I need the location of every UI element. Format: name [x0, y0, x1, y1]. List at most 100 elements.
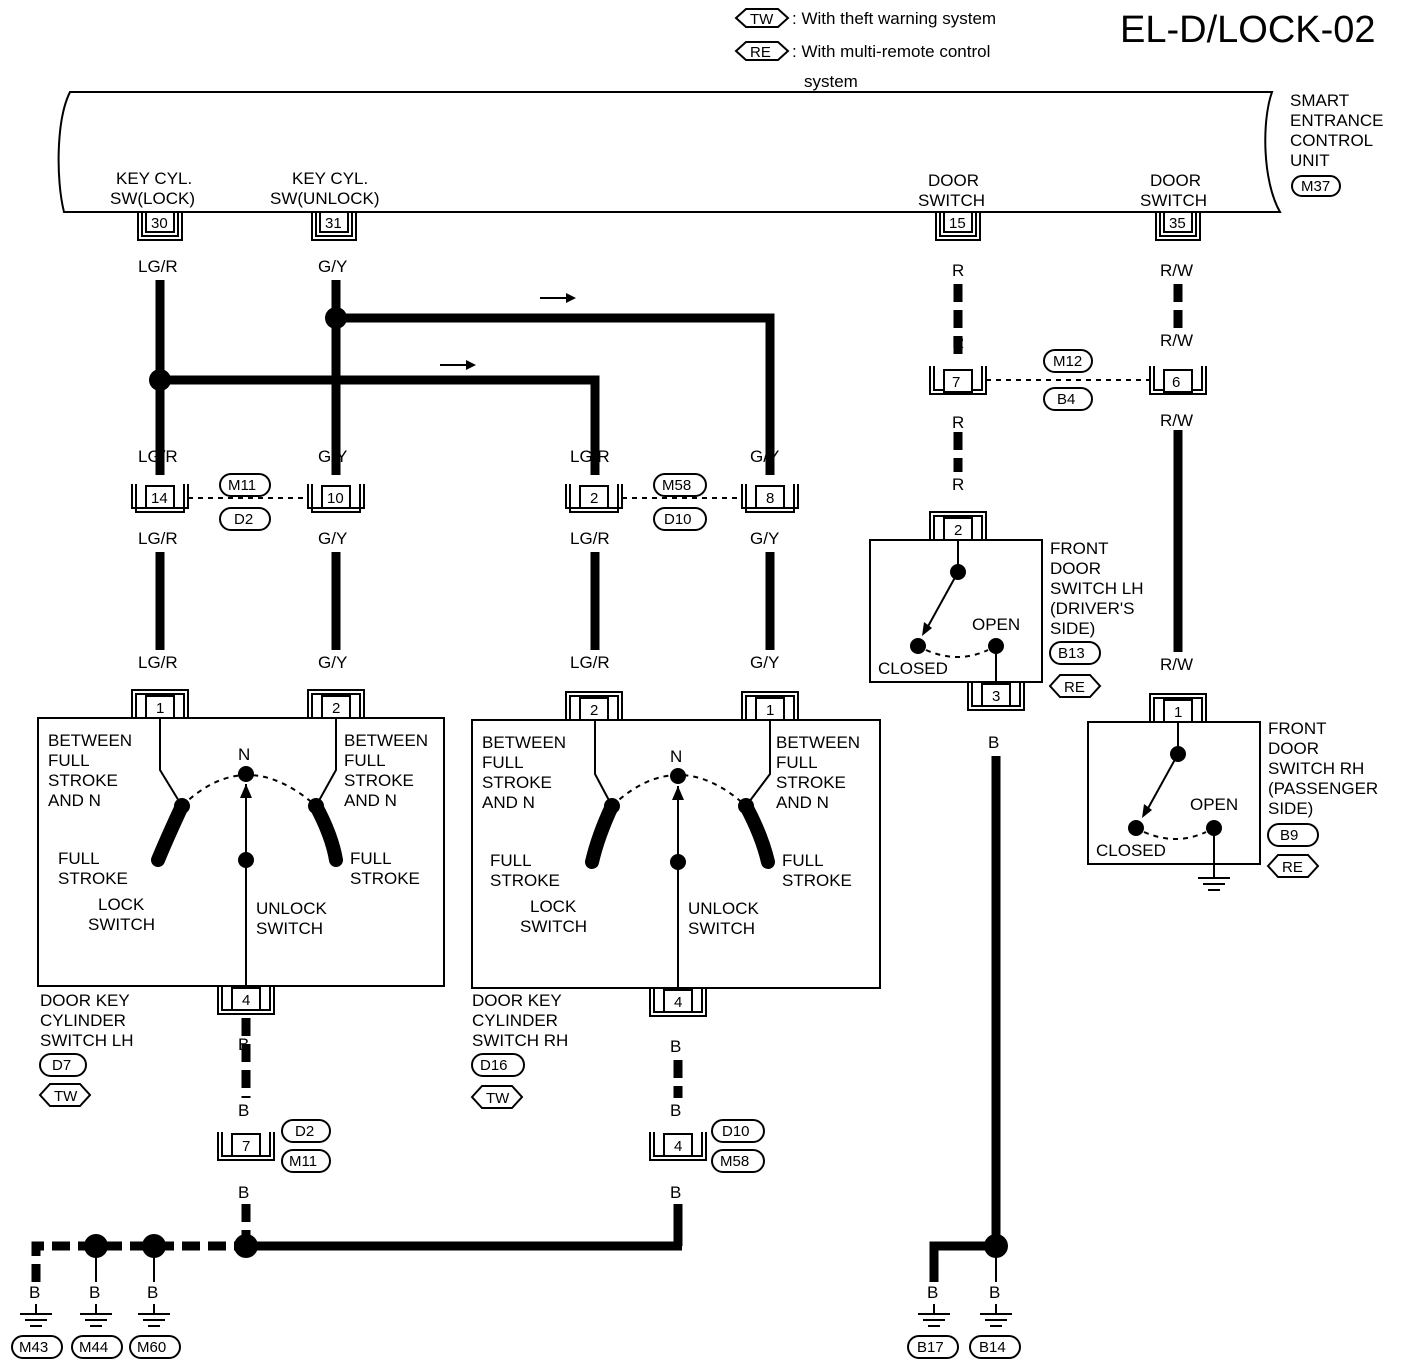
wire-lgr-branch	[160, 375, 600, 475]
lh-pin-2-label: 2	[332, 700, 340, 717]
lbl-lgr-b: LG/R	[138, 447, 178, 466]
tag-d10-b-label: D10	[722, 1123, 750, 1140]
rh-pin-2-label: 2	[590, 702, 598, 719]
lbl-b-m43: B	[29, 1283, 40, 1302]
dsr-closed: CLOSED	[1096, 841, 1166, 860]
lbl-gy-a: G/Y	[318, 257, 347, 276]
dsl-pin-2-label: 2	[954, 522, 962, 539]
rh-pin-1-label: 1	[766, 702, 774, 719]
cu-pin-15: 15	[935, 211, 981, 241]
term-key-unlock-2: SW(UNLOCK)	[270, 189, 380, 208]
rh-pin-4: 4	[649, 988, 707, 1017]
pin-4-ground-label: 4	[674, 1138, 682, 1155]
lh-full-r-2: STROKE	[350, 869, 420, 888]
dsr-open: OPEN	[1190, 795, 1238, 814]
tag-m58-label: M58	[662, 477, 691, 494]
tw-tag-shape	[734, 8, 790, 28]
door-switch-rh: 1 OPEN CLOSED FRONT DOOR SWITCH RH (PASS…	[1087, 693, 1378, 891]
dsl-name-4: (DRIVER'S	[1050, 599, 1134, 618]
term-key-unlock-1: KEY CYL.	[292, 169, 368, 188]
connector-14: 14	[131, 484, 189, 513]
term-key-lock-1: KEY CYL.	[116, 169, 192, 188]
lbl-rw-c: R/W	[1160, 411, 1193, 430]
lbl-r-b: R	[952, 333, 964, 352]
lbl-r-a: R	[952, 261, 964, 280]
lh-option: TW	[54, 1088, 78, 1105]
wire-gy-branch	[336, 313, 775, 475]
lbl-gy-f: G/Y	[318, 653, 347, 672]
cu-pin-35: 35	[1155, 211, 1201, 241]
connector-8-rh: 8	[741, 484, 799, 513]
lbl-b-lh-3: B	[238, 1183, 249, 1202]
lbl-b-m60: B	[147, 1283, 158, 1302]
lbl-b-lh-2: B	[238, 1101, 249, 1120]
rh-btw-r-3: STROKE	[776, 773, 846, 792]
dsl-name-3: SWITCH LH	[1050, 579, 1144, 598]
dsr-option: RE	[1282, 859, 1303, 876]
dsr-name-4: (PASSENGER	[1268, 779, 1378, 798]
connector-7-r: 7	[929, 366, 987, 395]
lbl-b-m44: B	[89, 1283, 100, 1302]
control-unit-label: SMART ENTRANCE CONTROL UNIT M37	[1290, 91, 1384, 197]
lbl-gy-d: G/Y	[318, 529, 347, 548]
term-door-sw-a-1: DOOR	[928, 171, 979, 190]
lh-conn-tag	[39, 1053, 87, 1077]
diagram-title: EL-D/LOCK-02	[1120, 9, 1376, 51]
pin-7-r-label: 7	[952, 374, 960, 391]
dsl-name-1: FRONT	[1050, 539, 1109, 558]
lbl-lgr-g: LG/R	[570, 653, 610, 672]
cu-pin-31: 31	[311, 211, 357, 241]
cu-name-1: SMART	[1290, 91, 1349, 110]
flow-arrowhead-gy	[566, 293, 576, 303]
re-tag-shape	[734, 41, 790, 61]
tag-b4	[1043, 387, 1093, 411]
lbl-b-b14: B	[989, 1283, 1000, 1302]
rh-name-1: DOOR KEY	[472, 991, 562, 1010]
tag-b4-label: B4	[1057, 391, 1075, 408]
lbl-r-d: R	[952, 475, 964, 494]
rh-btw-l-2: FULL	[482, 753, 524, 772]
tag-m58-b-label: M58	[720, 1153, 749, 1170]
cu-connector-tag	[1291, 175, 1341, 197]
tag-d10	[653, 507, 707, 531]
pin-30-label: 30	[151, 215, 168, 232]
lh-unlock-1: UNLOCK	[256, 899, 328, 918]
pin-14-label: 14	[151, 490, 168, 507]
pin-10-label: 10	[327, 490, 344, 507]
legend-re-text-2: system	[804, 72, 858, 91]
splice-gy	[325, 307, 347, 329]
term-door-sw-b-2: SWITCH	[1140, 191, 1207, 210]
tag-d2-b-label: D2	[295, 1123, 314, 1140]
lh-pin-4-label: 4	[242, 992, 250, 1009]
connector-2-rh: 2	[565, 484, 623, 513]
cu-pin-30: 30	[137, 211, 183, 241]
lh-unlock-2: SWITCH	[256, 919, 323, 938]
rh-lock-1: LOCK	[530, 897, 577, 916]
lh-pin-1: 1	[131, 689, 189, 719]
rh-n: N	[670, 747, 682, 766]
tag-m11-b	[281, 1149, 331, 1173]
lbl-rw-a: R/W	[1160, 261, 1193, 280]
tag-d10-label: D10	[664, 511, 692, 528]
lh-conn: D7	[52, 1057, 71, 1074]
tag-d2	[219, 507, 271, 531]
tag-m11-b-label: M11	[289, 1153, 317, 1170]
rh-conn: D16	[480, 1057, 508, 1074]
wire-ground-bus-left	[31, 1241, 246, 1282]
dsl-conn-tag	[1049, 641, 1101, 665]
dsl-option-tag	[1048, 674, 1102, 698]
dsl-option: RE	[1064, 679, 1085, 696]
ground-m43-tag	[11, 1335, 63, 1359]
lbl-gy-c: G/Y	[750, 447, 779, 466]
dsl-closed: CLOSED	[878, 659, 948, 678]
lh-btw-l-4: AND N	[48, 791, 101, 810]
dsr-conn-tag	[1267, 823, 1319, 847]
lh-n: N	[238, 745, 250, 764]
lh-lock-2: SWITCH	[88, 915, 155, 934]
lbl-lgr-f: LG/R	[138, 653, 178, 672]
lh-pin-4: 4	[217, 986, 275, 1015]
rh-pin-4-label: 4	[674, 994, 682, 1011]
dsr-name-5: SIDE)	[1268, 799, 1313, 818]
lbl-gy-g: G/Y	[750, 653, 779, 672]
control-unit-body	[57, 91, 1282, 213]
